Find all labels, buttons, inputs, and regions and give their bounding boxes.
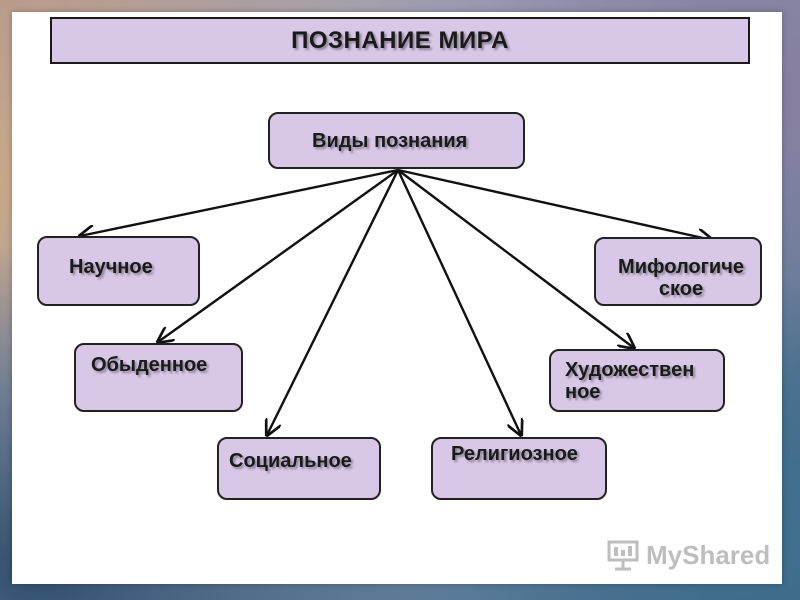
- watermark-logo: MyShared: [606, 538, 770, 572]
- watermark-text: MyShared: [646, 539, 771, 570]
- slide-title: ПОЗНАНИЕ МИРА: [291, 26, 509, 54]
- node-everyday: Обыденное: [74, 343, 243, 412]
- root-node: Виды познания: [268, 112, 525, 169]
- edge-mythological: [397, 168, 712, 240]
- edge-everyday: [158, 169, 399, 342]
- edge-social: [267, 169, 400, 435]
- node-mythological-label: Мифологиче ское: [618, 256, 744, 300]
- node-social: Социальное: [217, 437, 381, 500]
- node-social-label: Социальное: [229, 450, 352, 472]
- edge-religious: [396, 169, 521, 435]
- node-religious: Религиозное: [431, 437, 607, 500]
- node-scientific: Научное: [37, 236, 200, 306]
- node-artistic-label: Художествен ное: [565, 359, 695, 403]
- root-label: Виды познания: [312, 130, 468, 152]
- node-mythological: Мифологиче ское: [594, 237, 762, 306]
- node-religious-label: Религиозное: [451, 443, 578, 465]
- edge-artistic: [397, 169, 634, 348]
- presentation-board-icon: [607, 540, 639, 571]
- edge-scientific: [80, 168, 399, 236]
- title-bar: ПОЗНАНИЕ МИРА: [50, 17, 750, 64]
- node-artistic: Художествен ное: [549, 349, 725, 412]
- node-scientific-label: Научное: [69, 256, 153, 278]
- node-everyday-label: Обыденное: [91, 354, 208, 376]
